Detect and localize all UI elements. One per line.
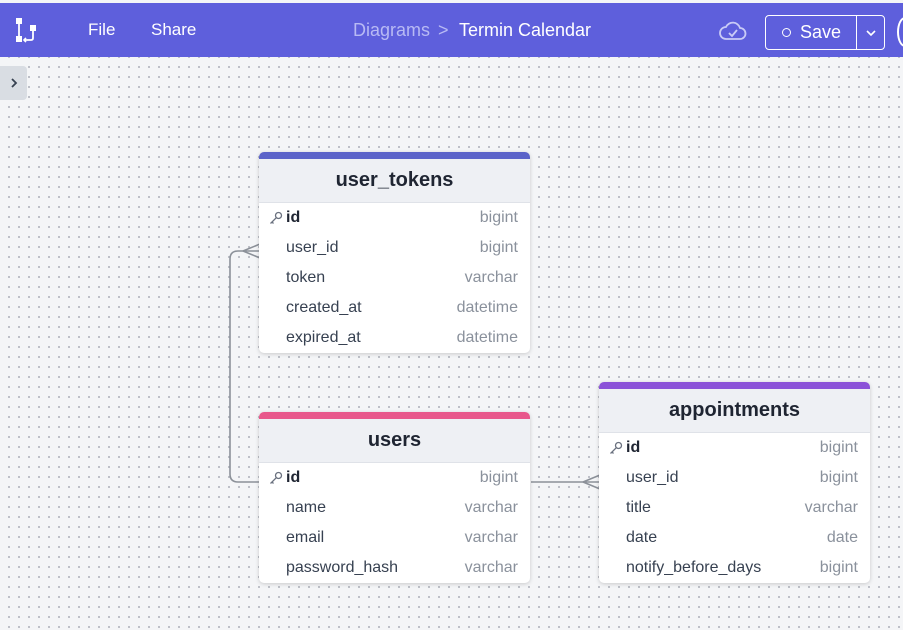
field-name: created_at xyxy=(286,299,362,316)
field-type: datetime xyxy=(456,299,518,316)
field-type: varchar xyxy=(464,529,518,546)
breadcrumb-diagrams[interactable]: Diagrams xyxy=(353,20,431,40)
table-title[interactable]: users xyxy=(259,419,530,463)
diagram-title[interactable]: Termin Calendar xyxy=(459,20,592,40)
field-name: password_hash xyxy=(286,559,399,576)
key-icon xyxy=(270,211,283,224)
field-name: user_id xyxy=(626,469,679,486)
field-type: varchar xyxy=(804,499,858,516)
field-row[interactable]: id bigint xyxy=(259,203,530,233)
field-row[interactable]: token varchar xyxy=(259,263,530,293)
sidebar-toggle-button[interactable] xyxy=(0,66,27,100)
share-menu[interactable]: Share xyxy=(151,20,197,39)
field-name: name xyxy=(286,499,327,516)
field-type: varchar xyxy=(464,499,518,516)
key-icon xyxy=(610,441,623,454)
table-accent-bar xyxy=(599,382,870,389)
table-appointments[interactable]: appointments id bigint user_id bigint ti… xyxy=(599,382,870,583)
save-status-icon xyxy=(782,28,791,37)
chevron-down-icon xyxy=(865,29,876,36)
field-name: id xyxy=(626,439,641,456)
field-row[interactable]: title varchar xyxy=(599,493,870,523)
crowfoot-user-tokens xyxy=(242,243,261,259)
key-icon xyxy=(270,471,283,484)
field-type: bigint xyxy=(819,469,858,486)
field-name: user_id xyxy=(286,239,339,256)
save-button[interactable]: Save xyxy=(765,15,857,50)
table-title[interactable]: user_tokens xyxy=(259,159,530,203)
table-accent-bar xyxy=(259,412,530,419)
table-accent-bar xyxy=(259,152,530,159)
field-type: bigint xyxy=(479,209,518,226)
field-type: datetime xyxy=(456,329,518,346)
relation-users-user-tokens xyxy=(229,250,260,483)
field-type: bigint xyxy=(819,439,858,456)
field-row[interactable]: user_id bigint xyxy=(259,233,530,263)
field-row[interactable]: expired_at datetime xyxy=(259,323,530,353)
field-type: bigint xyxy=(819,559,858,576)
field-name: title xyxy=(626,499,651,516)
field-type: date xyxy=(826,529,858,546)
save-button-label: Save xyxy=(800,22,842,42)
table-user-tokens[interactable]: user_tokens id bigint user_id bigint tok… xyxy=(259,152,530,353)
save-options-button[interactable] xyxy=(856,15,885,50)
cloud-sync-icon xyxy=(719,21,747,40)
field-name: id xyxy=(286,209,301,226)
field-row[interactable]: user_id bigint xyxy=(599,463,870,493)
user-avatar[interactable] xyxy=(897,17,903,47)
field-name: date xyxy=(626,529,658,546)
breadcrumb-separator: > xyxy=(438,20,449,40)
field-type: varchar xyxy=(464,559,518,576)
field-row[interactable]: created_at datetime xyxy=(259,293,530,323)
field-type: bigint xyxy=(479,239,518,256)
field-name: token xyxy=(286,269,326,286)
field-row[interactable]: name varchar xyxy=(259,493,530,523)
app-logo-icon[interactable] xyxy=(14,17,42,45)
field-row[interactable]: email varchar xyxy=(259,523,530,553)
table-users[interactable]: users id bigint name varchar email varch… xyxy=(259,412,530,583)
field-name: notify_before_days xyxy=(626,559,762,576)
field-name: expired_at xyxy=(286,329,361,346)
field-row[interactable]: id bigint xyxy=(599,433,870,463)
field-name: email xyxy=(286,529,325,546)
field-type: varchar xyxy=(464,269,518,286)
file-menu[interactable]: File xyxy=(88,20,116,39)
top-toolbar: File Share Diagrams > Termin Calendar Sa… xyxy=(0,3,903,57)
field-row[interactable]: notify_before_days bigint xyxy=(599,553,870,583)
field-type: bigint xyxy=(479,469,518,486)
crowfoot-appointments xyxy=(582,474,601,490)
field-name: id xyxy=(286,469,301,486)
field-row[interactable]: password_hash varchar xyxy=(259,553,530,583)
chevron-right-icon xyxy=(10,78,17,88)
field-row[interactable]: date date xyxy=(599,523,870,553)
table-title[interactable]: appointments xyxy=(599,389,870,433)
field-row[interactable]: id bigint xyxy=(259,463,530,493)
